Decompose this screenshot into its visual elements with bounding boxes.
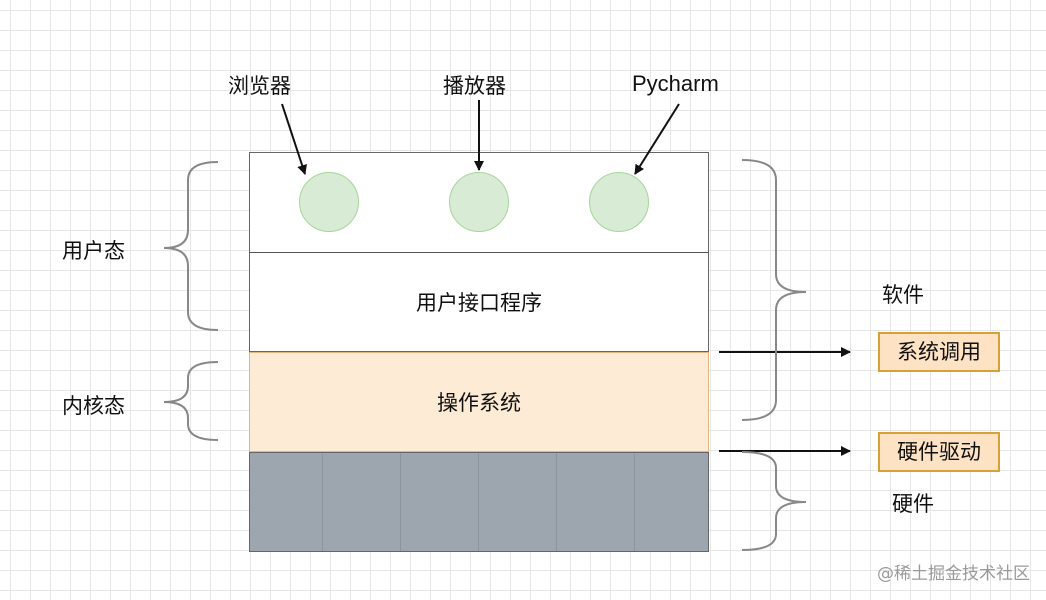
user-mode-brace-icon [163,161,219,331]
hardware-layer [249,452,709,552]
user-interface-layer: 用户接口程序 [249,252,709,352]
operating-system-label: 操作系统 [437,391,521,415]
kernel-mode-label: 内核态 [62,394,125,418]
user-mode-label: 用户态 [62,239,125,263]
user-interface-program-label: 用户接口程序 [416,291,542,315]
kernel-mode-brace-icon [163,361,219,441]
browser-label: 浏览器 [228,74,291,98]
pycharm-app-circle [589,172,649,232]
operating-system-layer: 操作系统 [249,352,709,452]
player-label: 播放器 [443,74,506,98]
player-app-circle [449,172,509,232]
pycharm-label: Pycharm [632,71,719,96]
system-call-box: 系统调用 [878,332,1000,372]
software-brace-icon [741,159,807,421]
hardware-brace-icon [741,451,807,551]
watermark-text: @稀土掘金技术社区 [877,564,1030,584]
hardware-label: 硬件 [892,492,934,516]
browser-app-circle [299,172,359,232]
software-label: 软件 [882,283,924,307]
hardware-driver-box: 硬件驱动 [878,432,1000,472]
